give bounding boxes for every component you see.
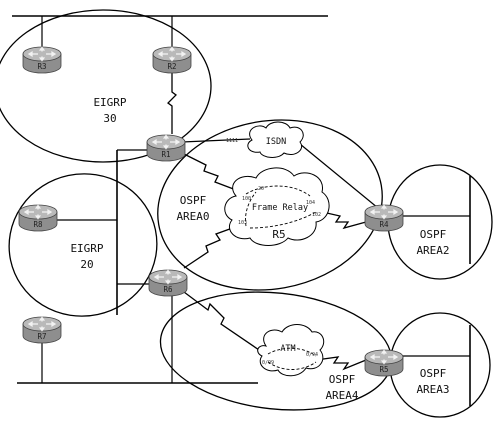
fr-dlci-20: 20 (258, 186, 264, 192)
router-r1-label: R1 (161, 150, 170, 159)
r6-frame-relay-serial (183, 225, 239, 269)
atm-pvc-bottom (267, 361, 317, 370)
ospf-area3-label-line1: OSPF (420, 367, 447, 380)
isdn-cloud: ISDN (247, 121, 304, 158)
router-r1: R1 (146, 134, 186, 162)
ospf-area2-boundary (387, 164, 493, 280)
atm-pvc-left-label: 0/99 (262, 360, 274, 366)
isdn-number: 1111 (226, 138, 238, 144)
ospf-area0-label-line1: OSPF (180, 194, 207, 207)
router-r6-label: R6 (163, 285, 173, 294)
frame-relay-label: Frame Relay (252, 203, 308, 213)
r2-r1-serial (167, 68, 177, 134)
isdn-r4-link (299, 143, 379, 209)
r1-frame-relay-serial (183, 153, 245, 194)
router-r3: R3 (22, 46, 62, 74)
frame-relay-cloud: 20 100 104 102 103 1111 Frame Relay (224, 138, 330, 246)
router-r3-label: R3 (37, 62, 46, 71)
ospf-area4-label-line2: AREA4 (325, 389, 358, 402)
frame-relay-r4-serial (317, 210, 367, 230)
fr-pvc-top (245, 185, 311, 197)
eigrp20-label-line2: 20 (80, 258, 93, 271)
r6-atm-serial (183, 291, 263, 353)
fr-dlci-102: 102 (312, 212, 321, 218)
router-r5-edge: R5 (364, 349, 404, 377)
router-r6: R6 (148, 269, 188, 297)
fr-pvc-left (245, 191, 257, 227)
router-r8-label: R8 (33, 220, 43, 229)
router-r4-label: R4 (379, 220, 389, 229)
eigrp20-boundary (8, 173, 158, 317)
ospf-area3-label-line2: AREA3 (416, 383, 449, 396)
fr-dlci-100: 100 (242, 196, 251, 202)
router-r2: R2 (152, 46, 192, 74)
atm-pvc-right-label: 0/94 (306, 352, 318, 358)
ospf-area4-label-line1: OSPF (329, 373, 356, 386)
lan-segments (12, 15, 471, 406)
eigrp30-label-line2: 30 (103, 112, 116, 125)
eigrp20-label-line1: EIGRP (70, 242, 103, 255)
eigrp30-boundary (0, 9, 212, 163)
fr-dlci-104: 104 (306, 200, 315, 206)
router-r7: R7 (22, 316, 62, 344)
area-boundaries (0, 9, 493, 418)
fr-dlci-103: 103 (238, 220, 247, 226)
r5-core-label: R5 (272, 228, 285, 241)
wan-links (167, 68, 379, 371)
ospf-area0-boundary (157, 119, 383, 291)
router-r2-label: R2 (167, 62, 176, 71)
router-r8: R8 (18, 204, 58, 232)
ospf-area2-label-line1: OSPF (420, 228, 447, 241)
router-r5-edge-label: R5 (379, 365, 388, 374)
atm-r5-serial (315, 356, 367, 371)
isdn-label: ISDN (266, 137, 286, 147)
atm-cloud: ATM 0/99 0/94 (257, 324, 325, 377)
ospf-area0-label-line2: AREA0 (176, 210, 209, 223)
area-labels: EIGRP 30 EIGRP 20 OSPF AREA0 R5 OSPF ARE… (70, 96, 449, 402)
r1-isdn-link (181, 138, 251, 143)
atm-label: ATM (280, 344, 295, 354)
fr-pvc-right (249, 211, 317, 229)
ospf-area3-boundary (389, 312, 491, 418)
ospf-area2-label-line2: AREA2 (416, 244, 449, 257)
router-r4: R4 (364, 204, 404, 232)
atm-pvc-top (267, 347, 317, 357)
router-r7-label: R7 (37, 332, 46, 341)
eigrp30-label-line1: EIGRP (93, 96, 126, 109)
